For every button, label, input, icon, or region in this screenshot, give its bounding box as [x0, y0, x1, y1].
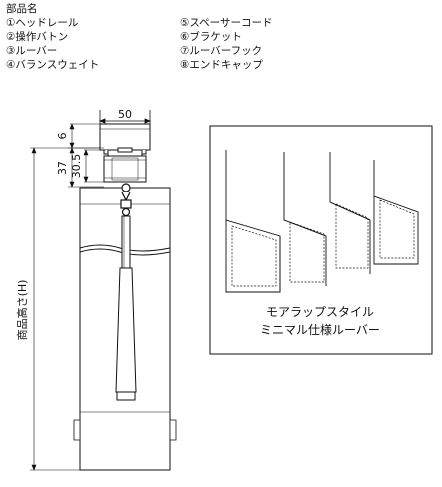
- width-label: 50: [118, 108, 132, 121]
- control-baton: [115, 215, 137, 401]
- product-height-dimension: [30, 147, 100, 471]
- part-item-3: ③ルーバー: [6, 45, 58, 57]
- part-item-8: ⑧エンドキャップ: [180, 59, 263, 71]
- inset-caption-line2: ミニマル仕様ルーバー: [260, 323, 380, 337]
- part-item-4: ④バランスウェイト: [6, 59, 100, 71]
- part-item-6: ⑥ブラケット: [180, 31, 242, 43]
- product-height-label: 商品高さ(H): [15, 280, 29, 341]
- inset-caption-line1: モアラップスタイル: [266, 305, 374, 319]
- part-item-5: ⑤スペーサーコード: [180, 17, 273, 29]
- louver-hook: [120, 183, 132, 217]
- top-gap-label: 6: [56, 133, 69, 140]
- part-item-7: ⑦ルーバーフック: [180, 45, 263, 57]
- part-item-1: ①ヘッドレール: [6, 17, 79, 29]
- part-item-2: ②操作バトン: [6, 31, 69, 43]
- width-dimension: [98, 110, 152, 126]
- parts-list-title: 部品名: [6, 3, 38, 15]
- bracket: [103, 147, 147, 183]
- rail-height-label: 37: [56, 161, 69, 175]
- bracket-height-label: 30.5: [70, 154, 83, 179]
- inset-louvers: [225, 150, 419, 293]
